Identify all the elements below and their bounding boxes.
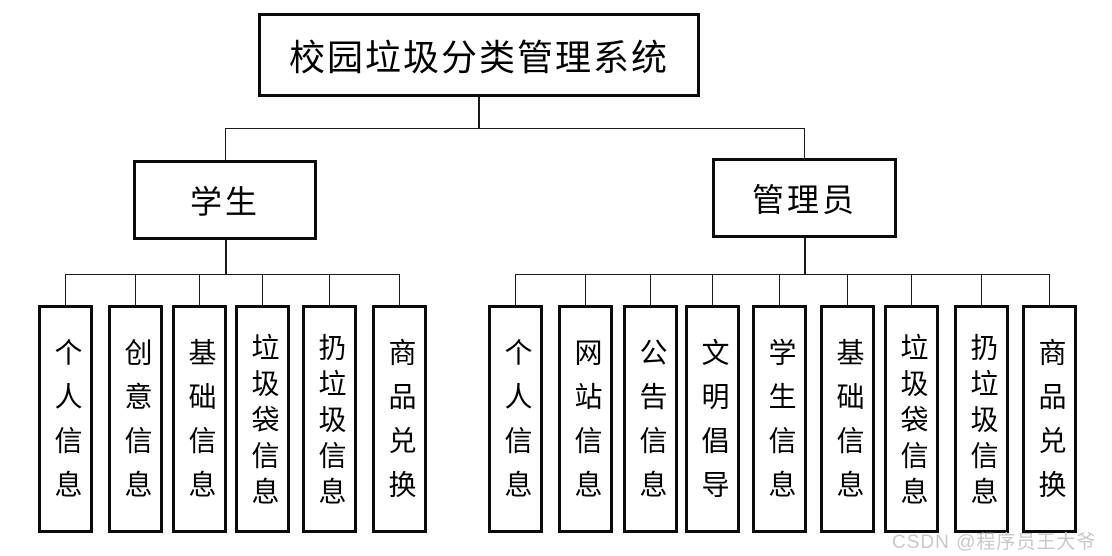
leaf-admin-civilization-advocacy: 文明倡导 [685,305,740,533]
leaf-admin-student-info: 学生信息 [752,305,807,533]
leaf-label: 个人信息 [50,338,82,514]
connector-leaf-drop [135,274,136,305]
connector-leaf-drop [262,274,263,305]
leaf-student-basic-info: 基础信息 [172,305,227,533]
leaf-label: 网站信息 [570,338,602,514]
connector-level1-bus [225,128,805,129]
leaf-label: 扔垃圾信息 [966,333,998,513]
connector-admin-in [804,128,805,158]
connector-leaf-drop [981,274,982,305]
leaf-admin-throw-garbage-info: 扔垃圾信息 [954,305,1009,533]
leaf-student-personal-info: 个人信息 [38,305,93,533]
branch-student-label: 学生 [189,184,260,220]
connector-leaf-drop [779,274,780,305]
leaf-label: 垃圾袋信息 [896,333,928,513]
leaf-label: 商品兑换 [384,338,416,514]
connector-leaf-drop [585,274,586,305]
connector-leaf-drop [1049,274,1050,305]
leaf-label: 垃圾袋信息 [247,333,279,513]
leaf-admin-website-info: 网站信息 [558,305,613,533]
connector-root-drop [478,97,480,128]
leaf-admin-goods-exchange: 商品兑换 [1022,305,1077,533]
leaf-label: 个人信息 [500,338,532,514]
leaf-label: 创意信息 [120,338,152,514]
leaf-label: 基础信息 [832,338,864,514]
leaf-student-garbage-bag-info: 垃圾袋信息 [235,305,290,533]
connector-admin-drop [804,238,806,274]
connector-leaf-drop [847,274,848,305]
connector-leaf-drop [911,274,912,305]
leaf-label: 扔垃圾信息 [314,333,346,513]
connector-leaf-drop [399,274,400,305]
branch-node-student: 学生 [133,160,317,240]
root-node-label: 校园垃圾分类管理系统 [288,38,669,78]
leaf-student-throw-garbage-info: 扔垃圾信息 [302,305,357,533]
leaf-admin-basic-info: 基础信息 [820,305,875,533]
leaf-student-goods-exchange: 商品兑换 [372,305,427,533]
branch-node-admin: 管理员 [712,158,897,238]
leaf-label: 文明倡导 [697,338,729,514]
leaf-label: 公告信息 [635,338,667,514]
leaf-label: 商品兑换 [1034,338,1066,514]
leaf-label: 学生信息 [764,338,796,514]
branch-admin-label: 管理员 [751,182,857,218]
connector-leaf-drop [650,274,651,305]
connector-leaf-drop [329,274,330,305]
connector-student-drop [225,240,227,274]
leaf-student-creative-info: 创意信息 [108,305,163,533]
connector-leaf-drop [712,274,713,305]
root-node-system: 校园垃圾分类管理系统 [258,13,700,97]
connector-student-in [225,128,226,160]
connector-leaf-drop [199,274,200,305]
connector-leaf-drop [515,274,516,305]
leaf-admin-garbage-bag-info: 垃圾袋信息 [884,305,939,533]
connector-leaf-drop [65,274,66,305]
leaf-admin-announcement-info: 公告信息 [623,305,678,533]
leaf-label: 基础信息 [184,338,216,514]
connector-admin-bus [515,274,1050,275]
leaf-admin-personal-info: 个人信息 [488,305,543,533]
connector-student-bus [65,274,400,275]
